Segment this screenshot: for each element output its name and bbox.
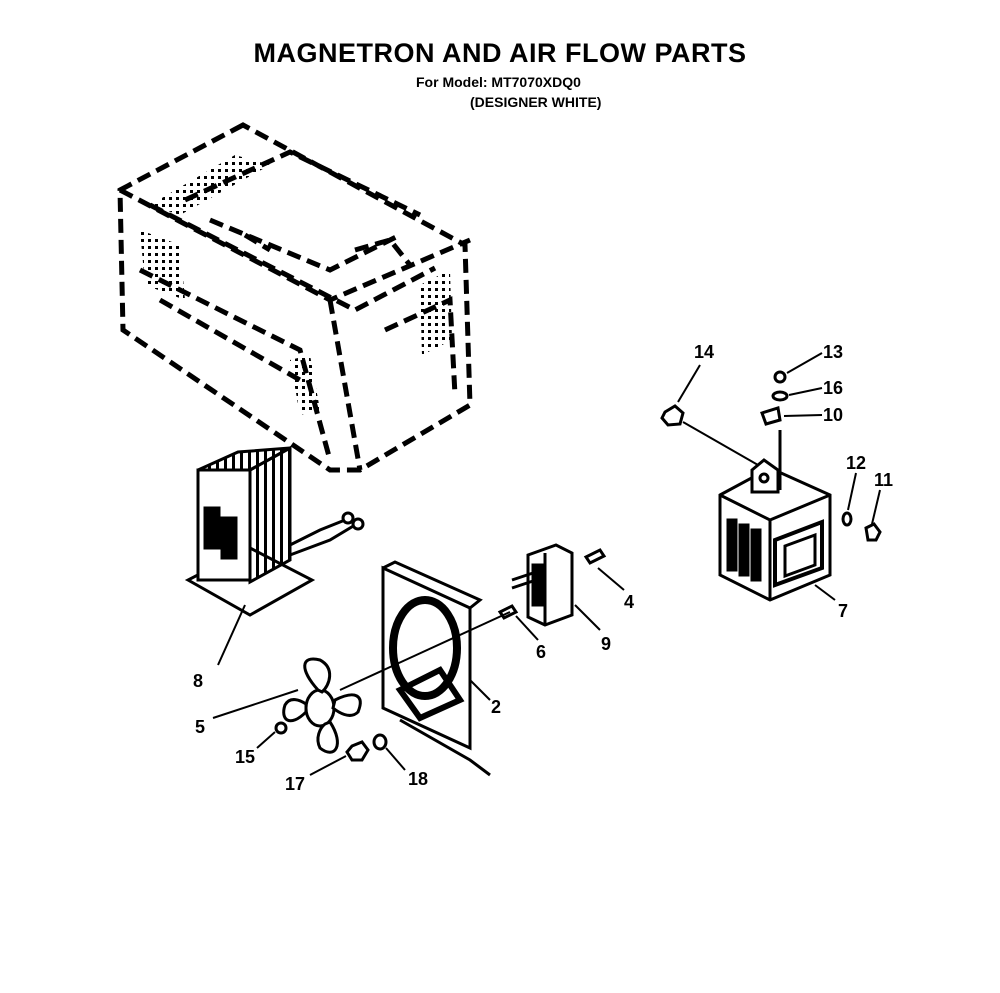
callout-10: 10: [823, 405, 843, 425]
callout-13: 13: [823, 342, 843, 362]
callout-17: 17: [285, 774, 305, 794]
air-guide: [381, 560, 491, 777]
fan-hardware: [274, 721, 388, 762]
leader-lines: [212, 352, 881, 776]
callout-18: 18: [408, 769, 428, 789]
thermal-cutout: [497, 543, 607, 627]
callout-5: 5: [195, 717, 205, 737]
callout-15: 15: [235, 747, 255, 767]
magnetron: [718, 430, 832, 602]
callout-8: 8: [193, 671, 203, 691]
transformer: [184, 445, 365, 617]
magnetron-hardware: [660, 370, 882, 542]
callout-2: 2: [491, 697, 501, 717]
callout-labels: 14 13 16 10 12 11 4 9 6 7 8 2 5 15 17 18: [193, 342, 893, 794]
callout-11: 11: [874, 470, 893, 490]
callout-7: 7: [838, 601, 848, 621]
callout-4: 4: [624, 592, 634, 612]
cabinet-vents: [140, 155, 452, 415]
model-label: For Model: MT7070XDQ0: [416, 74, 581, 90]
callout-6: 6: [536, 642, 546, 662]
callout-9: 9: [601, 634, 611, 654]
color-label: (DESIGNER WHITE): [470, 94, 602, 110]
callout-12: 12: [846, 453, 866, 473]
cabinet-outline: [117, 122, 473, 473]
callout-14: 14: [694, 342, 714, 362]
callout-16: 16: [823, 378, 843, 398]
page-title: MAGNETRON AND AIR FLOW PARTS: [253, 38, 747, 68]
fan-blade: [282, 657, 362, 754]
